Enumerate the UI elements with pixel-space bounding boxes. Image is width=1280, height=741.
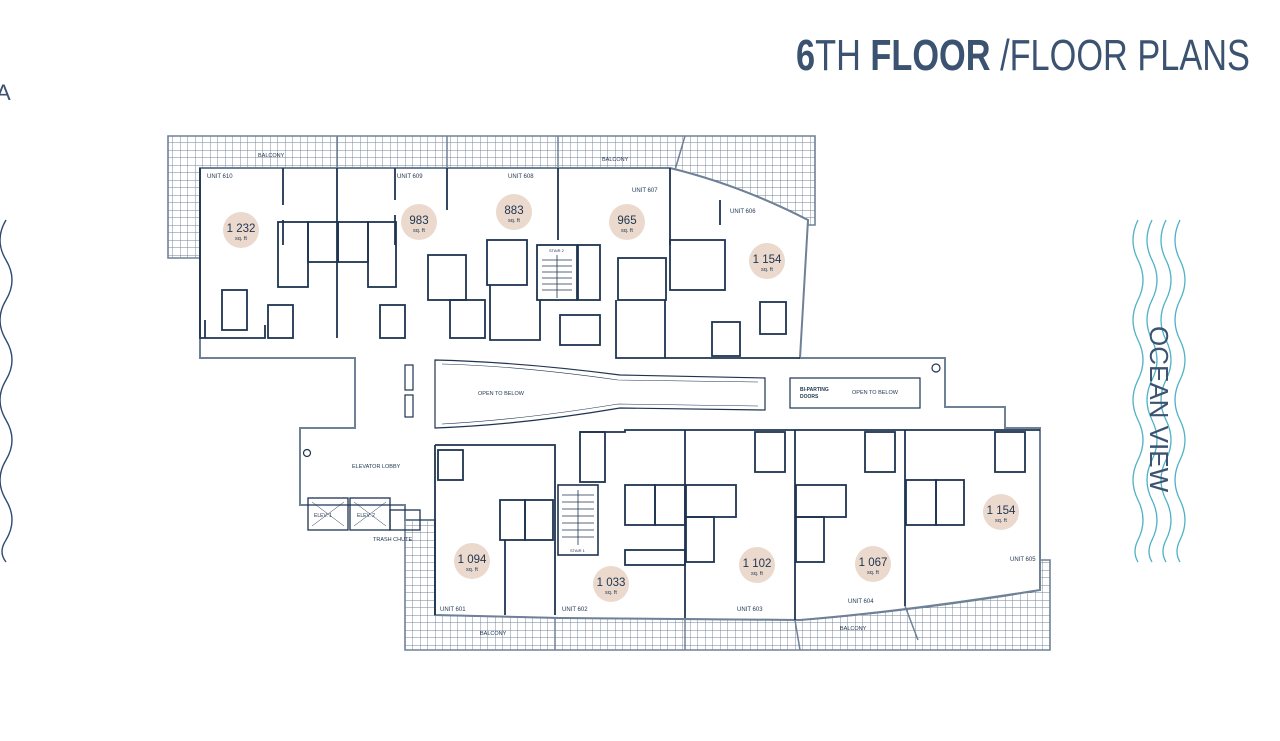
balcony-label: BALCONY — [602, 157, 629, 163]
unit-603-area: 1 102 — [743, 558, 772, 570]
upper-units — [199, 168, 800, 359]
stair-1 — [557, 484, 599, 556]
unit-606-area-unit: sq. ft — [761, 267, 773, 273]
unit-606-area: 1 154 — [753, 254, 782, 266]
balcony-label: BALCONY — [840, 626, 867, 632]
unit-606-area-badge — [749, 243, 785, 279]
unit-608-area-unit: sq. ft — [508, 218, 520, 224]
unit-602-label: UNIT 602 — [562, 607, 588, 613]
unit-610-label: UNIT 610 — [207, 174, 233, 180]
unit-604-label: UNIT 604 — [848, 599, 874, 605]
edge-letter: A — [0, 80, 11, 105]
elevator-lobby-label: ELEVATOR LOBBY — [352, 464, 401, 470]
unit-601-area: 1 094 — [458, 554, 487, 566]
unit-603-area-badge — [739, 547, 775, 583]
unit-608-area-badge — [496, 194, 532, 230]
unit-606-label: UNIT 606 — [730, 209, 756, 215]
unit-608-label: UNIT 608 — [508, 174, 534, 180]
stair-2 — [542, 255, 572, 298]
unit-607-label: UNIT 607 — [632, 188, 658, 194]
unit-604-area-badge — [855, 546, 891, 582]
stair-label: STAIR 2 — [549, 248, 565, 253]
right-wave-decoration — [1132, 219, 1186, 563]
unit-601-label: UNIT 601 — [440, 607, 466, 613]
open-to-below-label: OPEN TO BELOW — [478, 391, 525, 397]
page-title: 6TH FLOOR /FLOOR PLANS — [796, 31, 1250, 80]
balcony-label: BALCONY — [480, 631, 507, 637]
lower-units — [434, 429, 1040, 620]
unit-609-label: UNIT 609 — [397, 174, 423, 180]
unit-602-area: 1 033 — [597, 577, 626, 589]
unit-601-area-unit: sq. ft — [466, 567, 478, 573]
unit-605-area: 1 154 — [987, 505, 1016, 517]
unit-604-area-unit: sq. ft — [867, 570, 879, 576]
unit-610-area: 1 232 — [227, 223, 256, 235]
open-to-below-label: OPEN TO BELOW — [852, 390, 899, 396]
unit-602-area-unit: sq. ft — [605, 590, 617, 596]
elevators — [307, 497, 421, 531]
unit-605-label: UNIT 605 — [1010, 557, 1036, 563]
unit-605-area-badge — [983, 494, 1019, 530]
bi-parting-doors-label: BI-PARTING — [800, 387, 829, 393]
balcony-label: BALCONY — [258, 153, 285, 159]
unit-609-area: 983 — [409, 215, 428, 227]
left-wave-decoration — [0, 219, 13, 563]
elevator-2-label: ELEV. 2 — [357, 513, 375, 519]
bi-parting-doors-label: DOORS — [800, 394, 819, 400]
elevator-1-label: ELEV. 1 — [314, 513, 332, 519]
stair-label: STAIR 1 — [570, 548, 586, 553]
unit-604-area: 1 067 — [859, 557, 888, 569]
unit-603-label: UNIT 603 — [737, 607, 763, 613]
unit-601-area-badge — [454, 543, 490, 579]
trash-chute-label: TRASH CHUTE — [373, 537, 412, 543]
unit-609-area-unit: sq. ft — [413, 228, 425, 234]
unit-602-area-badge — [593, 566, 629, 602]
unit-607-area-unit: sq. ft — [621, 228, 633, 234]
open-to-below-voids — [302, 359, 941, 458]
unit-607-area: 965 — [617, 215, 636, 227]
unit-603-area-unit: sq. ft — [751, 571, 763, 577]
unit-607-area-badge — [609, 204, 645, 240]
unit-609-area-badge — [401, 204, 437, 240]
unit-605-area-unit: sq. ft — [995, 518, 1007, 524]
ocean-view-label: OCEAN VIEW — [1144, 326, 1174, 493]
unit-610-area-unit: sq. ft — [235, 236, 247, 242]
unit-610-area-badge — [223, 212, 259, 248]
unit-608-area: 883 — [504, 205, 523, 217]
